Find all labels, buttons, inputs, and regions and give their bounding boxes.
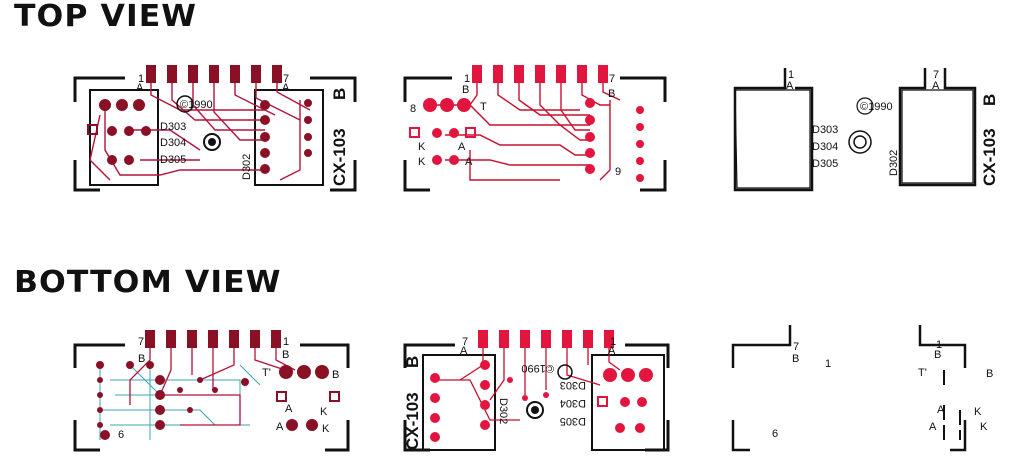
pin-a-label: A: [136, 82, 144, 94]
board-name-label: CX-103: [980, 128, 999, 186]
cathode-label: K: [980, 421, 988, 433]
pin-b-label: B: [282, 349, 289, 361]
module-outline-left: [89, 89, 159, 186]
d302-label: D302: [888, 150, 900, 176]
edge-connector-fingers: [146, 65, 282, 83]
pin-7-label: 7: [609, 73, 615, 85]
t-prime-label: T': [262, 367, 271, 379]
d305-label: D305: [812, 158, 838, 170]
pin-7-label: 7: [793, 341, 799, 353]
bottom-red-traces: [129, 348, 296, 426]
top-view-silkscreen-panel: 1 A 7 A ©1990 D303 D304 D305 D302 CX-103…: [733, 68, 999, 192]
anode-label: A: [285, 403, 293, 415]
d302-label: D302: [241, 154, 253, 180]
top-view-heading: TOP VIEW: [14, 0, 198, 34]
top-pads: [87, 95, 312, 174]
pin-b-label: B: [934, 349, 941, 361]
pin-b-label: B: [138, 353, 145, 365]
anode-label: A: [465, 156, 473, 168]
copper-pads: [409, 98, 644, 182]
anode-label: A: [929, 421, 937, 433]
board-rev-label: B: [330, 88, 349, 100]
pin-a-label: A: [282, 82, 290, 94]
d302-label: D302: [497, 398, 509, 424]
d304-label: D304: [160, 137, 186, 149]
d303-label: D303: [560, 379, 586, 391]
cathode-label: K: [418, 141, 426, 153]
top-view-combined-panel: 1 A 7 A ©1990 D303 D304 D305 D302 CX-103…: [73, 65, 357, 192]
pin-1-label: 1: [936, 339, 942, 351]
bottom-view-heading: BOTTOM VIEW: [14, 265, 282, 300]
pin-b-label: B: [608, 88, 615, 100]
cathode-label: K: [974, 406, 982, 418]
pin-1-label: 1: [464, 73, 470, 85]
pin-a-label: A: [460, 345, 468, 357]
edge-connector-fingers: [472, 65, 608, 83]
copper-traces: [435, 348, 621, 421]
top-traces: [89, 83, 311, 181]
cathode-label: K: [322, 423, 330, 435]
pin-b-label: B: [462, 84, 469, 96]
board-rev-label: B: [980, 94, 999, 106]
copper-pads: [430, 360, 653, 442]
bottom-view-silkscreen-panel: 7 B 1 1 B T' B A K A K 6: [731, 325, 993, 452]
anode-label: A: [276, 421, 284, 433]
board-name-label: CX-103: [330, 128, 349, 186]
pin-b-label: B: [986, 368, 993, 380]
pin-a-label: A: [786, 80, 794, 92]
copyright-label: ©1990: [180, 99, 213, 111]
pin-1-label: 1: [138, 73, 144, 85]
pin-1-mark-label: 1: [825, 358, 831, 370]
d305-label: D305: [160, 154, 186, 166]
bottom-view-combined-panel: 7 B 1 B T' B A K A K 6: [73, 330, 350, 452]
pin-6-label: 6: [772, 428, 778, 440]
board-name-label: CX-103: [403, 392, 422, 450]
edge-connector-fingers: [478, 330, 614, 348]
pin-b-label: B: [332, 369, 339, 381]
pin-1-label: 1: [788, 69, 794, 81]
t-label: T: [480, 101, 487, 113]
bottom-pads: [96, 361, 329, 440]
pin-7-label: 7: [933, 69, 939, 81]
pin-1-label: 1: [283, 336, 289, 348]
module-outline-left: [422, 354, 496, 451]
led-ring: [203, 133, 221, 151]
pin-a-label: A: [932, 80, 940, 92]
t-prime-label: T': [918, 367, 927, 379]
d304-label: D304: [812, 141, 838, 153]
top-view-copper-panel: 1 B 7 B 8 T A A K K 9: [403, 65, 667, 192]
pin-7-label: 7: [138, 336, 144, 348]
d305-label: D305: [560, 415, 586, 427]
pin-6-label: 6: [118, 429, 124, 441]
d303-label: D303: [812, 124, 838, 136]
pin-1-label: 1: [610, 336, 616, 348]
pin-b-label: B: [792, 353, 799, 365]
module-outline-right: [591, 354, 665, 451]
board-rev-label: B: [403, 356, 422, 368]
bottom-view-copper-panel: 7 A 1 A ©1990 D303 D304 D305 D302 CX-103…: [403, 330, 670, 452]
cathode-label: K: [320, 406, 328, 418]
module-outline-right: [254, 89, 324, 186]
d303-label: D303: [160, 121, 186, 133]
cathode-label: K: [418, 156, 426, 168]
anode-label: A: [458, 141, 466, 153]
pin-a-label: A: [608, 345, 616, 357]
pin-7-label: 7: [462, 336, 468, 348]
anode-label: A: [937, 404, 945, 416]
led-ring: [526, 401, 544, 419]
copyright-label: ©1990: [860, 101, 893, 113]
d304-label: D304: [560, 397, 586, 409]
pin-7-label: 7: [283, 73, 289, 85]
edge-connector-fingers: [145, 330, 281, 348]
pin-8-label: 8: [410, 103, 416, 115]
copyright-label: ©1990: [521, 362, 554, 374]
pin-9-label: 9: [615, 166, 621, 178]
